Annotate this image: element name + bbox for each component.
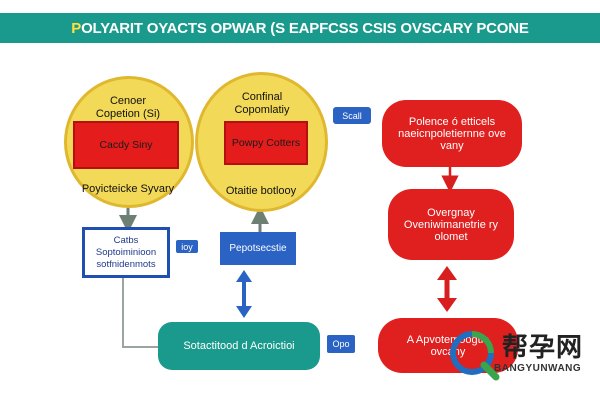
teal-box: Sotactitood d Acroictioi [158,322,320,370]
double-arrow-blue [236,270,252,318]
watermark: 帮孕网 BANGYUNWANG [448,325,598,385]
left-circle-bottom-text: Poyicteicke Syvary [81,182,175,195]
left-circle-red-box: Cacdy Siny [73,121,179,169]
title-bar: POLYARIT OYACTS OPWAR (S EAPFCSS CSIS OV… [0,13,600,43]
mid-circle-red-box: Powpy Cotters [224,121,308,165]
double-arrow-red [437,266,457,312]
watermark-logo-icon [450,331,500,381]
left-circle-top-text: Cenoer Copetion (Si) [95,95,161,120]
right-pill-bottom: A Apvotemoogtie ovcany [378,318,518,373]
mid-circle-top-text: Confinal Copomlatiy [234,91,290,116]
right-pill-top: Polence ó etticels naeicnpoletiernne ove… [382,100,522,167]
mid-blue-box: Pepotsecstie [220,232,296,265]
small-tag: ioy [176,240,198,253]
left-blue-box: Catbs Soptoiminioon sotfnidenmots [82,227,170,278]
bottom-tag: Opo [327,335,355,353]
scall-tag: Scall [333,107,371,124]
watermark-en-text: BANGYUNWANG [494,363,582,374]
watermark-cn-text: 帮孕网 [502,332,584,362]
mid-circle-bottom-text: Otaitie botlooy [225,184,297,197]
connector-left-to-teal [122,278,160,348]
diagram-title: POLYARIT OYACTS OPWAR (S EAPFCSS CSIS OV… [71,19,529,37]
right-pill-mid: Overgnay Oveniwimanetrie ry olomet [388,189,514,260]
